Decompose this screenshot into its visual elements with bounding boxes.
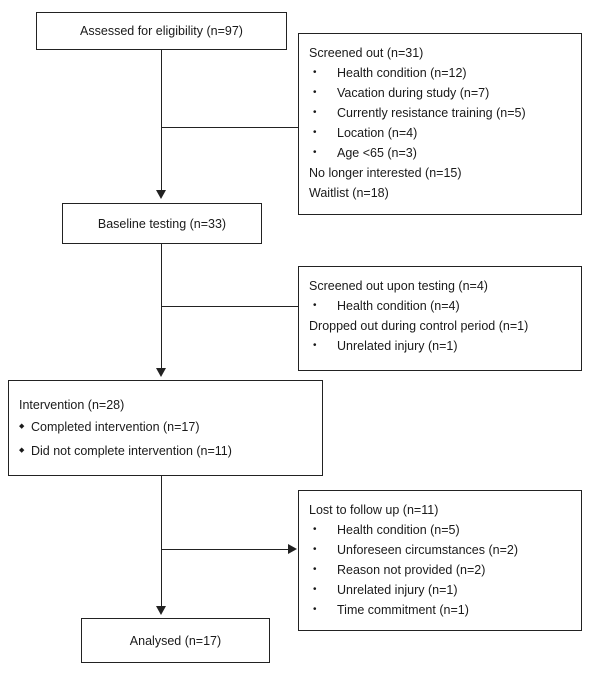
arrow-to-analysed	[156, 606, 166, 615]
list-item: Age <65 (n=3)	[309, 143, 571, 163]
followup-list: Health condition (n=5) Unforeseen circum…	[309, 520, 571, 620]
arrow-to-followup	[288, 544, 297, 554]
list-item: Health condition (n=12)	[309, 63, 571, 83]
list-item: Unrelated injury (n=1)	[309, 580, 571, 600]
list-item: Location (n=4)	[309, 123, 571, 143]
testing-out-box: Screened out upon testing (n=4) Health c…	[298, 266, 582, 371]
list-item: Unforeseen circumstances (n=2)	[309, 540, 571, 560]
no-longer-interested: No longer interested (n=15)	[309, 166, 462, 180]
baseline-box: Baseline testing (n=33)	[62, 203, 262, 244]
screened-out-title: Screened out (n=31)	[309, 46, 424, 60]
waitlist: Waitlist (n=18)	[309, 186, 389, 200]
list-item: Time commitment (n=1)	[309, 600, 571, 620]
list-item: Vacation during study (n=7)	[309, 83, 571, 103]
screened-out-box: Screened out (n=31) Health condition (n=…	[298, 33, 582, 215]
intervention-title: Intervention (n=28)	[19, 398, 125, 412]
followup-box: Lost to follow up (n=11) Health conditio…	[298, 490, 582, 631]
arrow-to-baseline	[156, 190, 166, 199]
list-item: Completed intervention (n=17)	[19, 417, 312, 437]
testing-out-list-1: Health condition (n=4)	[309, 296, 571, 316]
list-item: Did not complete intervention (n=11)	[19, 441, 312, 461]
list-item: Health condition (n=5)	[309, 520, 571, 540]
assessed-label: Assessed for eligibility (n=97)	[80, 24, 243, 38]
connector-branch-1	[161, 127, 298, 128]
connector-branch-2	[161, 306, 298, 307]
assessed-box: Assessed for eligibility (n=97)	[36, 12, 287, 50]
baseline-label: Baseline testing (n=33)	[97, 216, 227, 231]
testing-out-list-2: Unrelated injury (n=1)	[309, 336, 571, 356]
connector-branch-3	[161, 549, 288, 550]
list-item: Unrelated injury (n=1)	[309, 336, 571, 356]
followup-title: Lost to follow up (n=11)	[309, 503, 439, 517]
screened-out-list: Health condition (n=12) Vacation during …	[309, 63, 571, 163]
dropped-out: Dropped out during control period (n=1)	[309, 319, 529, 333]
connector-main-1	[161, 50, 162, 190]
intervention-box: Intervention (n=28) Completed interventi…	[8, 380, 323, 476]
analysed-box: Analysed (n=17)	[81, 618, 270, 663]
connector-main-3	[161, 476, 162, 606]
intervention-list: Completed intervention (n=17) Did not co…	[19, 417, 312, 461]
list-item: Currently resistance training (n=5)	[309, 103, 571, 123]
analysed-label: Analysed (n=17)	[129, 633, 222, 648]
testing-out-title: Screened out upon testing (n=4)	[309, 279, 488, 293]
arrow-to-intervention	[156, 368, 166, 377]
list-item: Reason not provided (n=2)	[309, 560, 571, 580]
list-item: Health condition (n=4)	[309, 296, 571, 316]
